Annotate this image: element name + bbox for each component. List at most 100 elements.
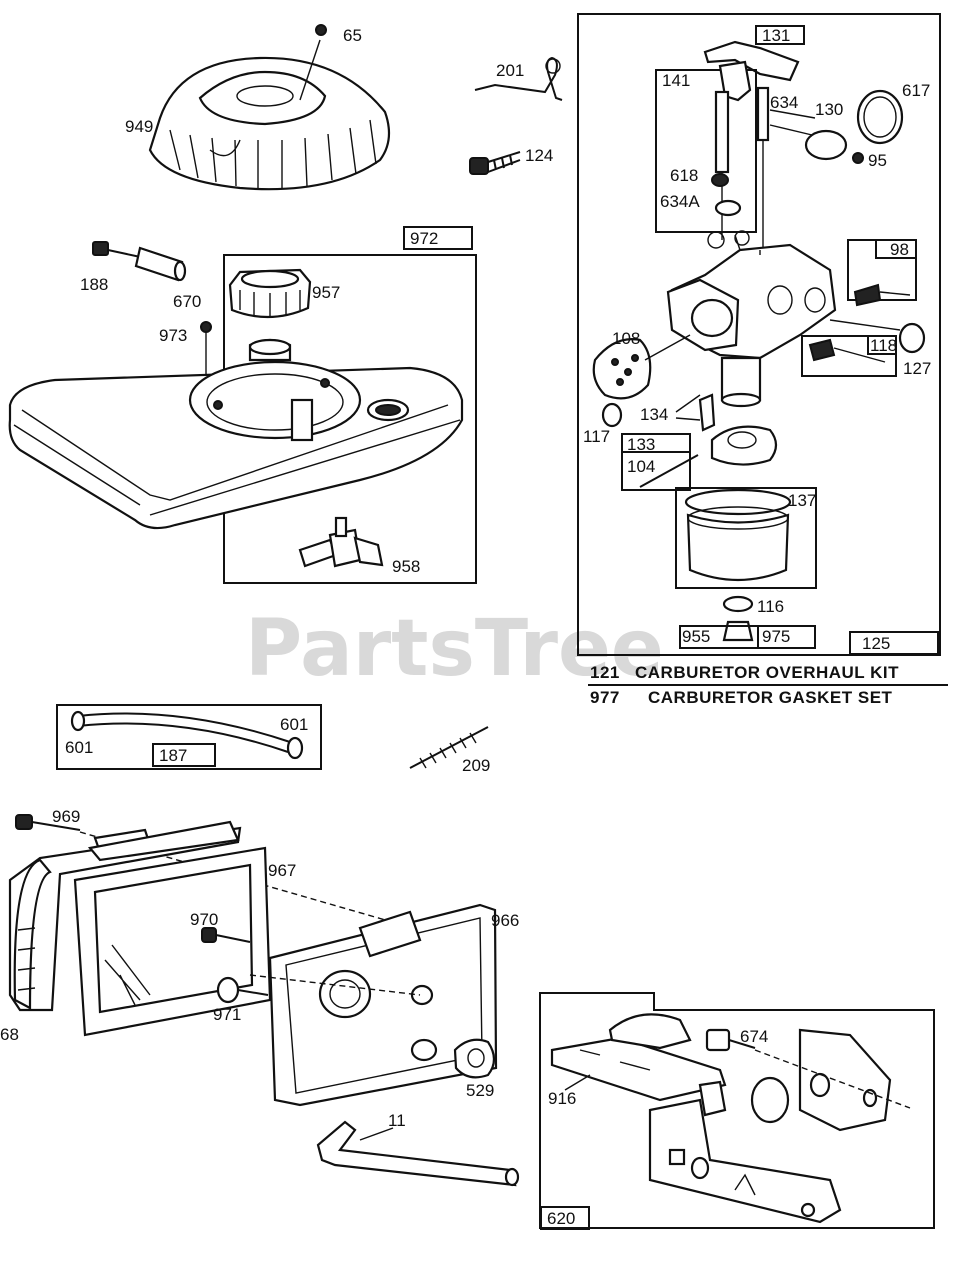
carburetor-body bbox=[666, 230, 837, 408]
part-tag-98 bbox=[875, 239, 917, 259]
fuel-line-box-187 bbox=[56, 704, 322, 770]
part-box-975 bbox=[757, 625, 816, 649]
air-cleaner-base-966 bbox=[268, 903, 498, 1107]
part-label-11: 11 bbox=[388, 1111, 406, 1130]
part-label-966: 966 bbox=[491, 911, 519, 930]
seal-618 bbox=[711, 173, 729, 187]
fuel-line bbox=[70, 710, 304, 760]
kit-number-121: 121 bbox=[590, 663, 620, 682]
part-tag-118 bbox=[867, 335, 897, 355]
part-label-187: 187 bbox=[159, 746, 187, 765]
screw-124 bbox=[469, 151, 521, 175]
pin-104 bbox=[639, 454, 699, 488]
part-box-131 bbox=[755, 25, 805, 45]
part-box-137 bbox=[675, 487, 817, 589]
part-label-972: 972 bbox=[410, 229, 438, 248]
kit-name-gasket: CARBURETOR GASKET SET bbox=[648, 688, 893, 707]
part-label-973: 973 bbox=[159, 326, 187, 345]
o-ring-617 bbox=[856, 89, 904, 145]
plate-130 bbox=[804, 129, 848, 161]
idle-screw-98 bbox=[853, 283, 882, 307]
screw-674 bbox=[705, 1028, 756, 1052]
part-box-620 bbox=[540, 1206, 590, 1230]
part-label-141: 141 bbox=[662, 71, 690, 90]
part-label-98: 98 bbox=[890, 240, 909, 259]
part-label-916: 916 bbox=[548, 1089, 576, 1108]
part-label-601-left: 601 bbox=[65, 738, 93, 757]
part-box-187 bbox=[152, 743, 216, 767]
part-label-134: 134 bbox=[640, 405, 668, 424]
part-label-133: 133 bbox=[627, 435, 655, 454]
blower-housing-949 bbox=[148, 24, 391, 191]
bolt-969 bbox=[15, 814, 81, 831]
part-label-971: 971 bbox=[213, 1005, 241, 1024]
part-label-975: 975 bbox=[762, 627, 790, 646]
breather-tube-529 bbox=[453, 1038, 496, 1079]
throttle-shaft-131 bbox=[703, 40, 800, 250]
part-label-618: 618 bbox=[670, 166, 698, 185]
watermark-text: PartsTree bbox=[245, 604, 664, 694]
o-ring-127 bbox=[898, 322, 926, 354]
fuel-valve-958 bbox=[298, 516, 384, 568]
control-bracket-620 bbox=[550, 1013, 892, 1224]
part-label-209: 209 bbox=[462, 756, 490, 775]
part-label-967: 967 bbox=[268, 861, 296, 880]
float-bowl bbox=[684, 488, 792, 582]
part-label-125: 125 bbox=[862, 634, 890, 653]
fuel-tank bbox=[8, 338, 464, 530]
part-box-972 bbox=[403, 226, 473, 250]
part-box-118 bbox=[801, 335, 897, 377]
part-label-970: 970 bbox=[190, 910, 218, 929]
part-label-949: 949 bbox=[125, 117, 153, 136]
float-133 bbox=[710, 425, 778, 466]
part-label-188: 188 bbox=[80, 275, 108, 294]
kit-number-977: 977 bbox=[590, 688, 620, 707]
part-label-957: 957 bbox=[312, 283, 340, 302]
part-label-969: 969 bbox=[52, 807, 80, 826]
part-label-617: 617 bbox=[902, 81, 930, 100]
part-label-670: 670 bbox=[173, 292, 201, 311]
part-label-104: 104 bbox=[627, 457, 655, 476]
needle-134 bbox=[698, 393, 716, 432]
part-box-141 bbox=[655, 69, 757, 233]
bracket-201 bbox=[474, 56, 563, 101]
plug-117 bbox=[601, 402, 623, 428]
part-label-958: 958 bbox=[392, 557, 420, 576]
washer-634a bbox=[714, 199, 742, 217]
part-label-137: 137 bbox=[788, 491, 816, 510]
part-label-634a: 634A bbox=[660, 192, 700, 211]
part-label-68: 68 bbox=[0, 1025, 19, 1044]
kit-name-overhaul: CARBURETOR OVERHAUL KIT bbox=[635, 663, 899, 682]
part-label-127: 127 bbox=[903, 359, 931, 378]
leader-130 bbox=[769, 109, 816, 136]
part-label-65: 65 bbox=[343, 26, 362, 45]
mixture-screw-118 bbox=[808, 338, 836, 362]
part-label-130: 130 bbox=[815, 100, 843, 119]
part-label-201: 201 bbox=[496, 61, 524, 80]
part-label-634: 634 bbox=[770, 93, 798, 112]
part-label-620: 620 bbox=[547, 1209, 575, 1228]
part-label-116: 116 bbox=[757, 597, 784, 616]
part-label-529: 529 bbox=[466, 1081, 494, 1100]
part-label-124: 124 bbox=[525, 146, 553, 165]
part-label-117: 117 bbox=[583, 427, 610, 446]
fuel-cap-957 bbox=[228, 268, 312, 319]
carburetor-assembly-box-125 bbox=[577, 13, 941, 656]
nut-955 bbox=[722, 620, 754, 642]
gasket-116 bbox=[722, 595, 754, 613]
part-label-674: 674 bbox=[740, 1027, 768, 1046]
bolt-spacer-188-670 bbox=[92, 241, 187, 282]
part-box-104 bbox=[621, 451, 691, 491]
screw-971 bbox=[216, 976, 269, 1004]
part-label-955: 955 bbox=[682, 627, 710, 646]
screw-970 bbox=[201, 927, 251, 943]
screw-95 bbox=[852, 152, 864, 164]
air-cleaner-cover-68 bbox=[8, 820, 242, 1012]
part-label-601-right: 601 bbox=[280, 715, 308, 734]
diaphragm-108 bbox=[592, 338, 652, 400]
tube-11 bbox=[316, 1120, 520, 1187]
spring-209 bbox=[409, 726, 489, 769]
part-label-131: 131 bbox=[762, 26, 790, 45]
part-label-95: 95 bbox=[868, 151, 887, 170]
